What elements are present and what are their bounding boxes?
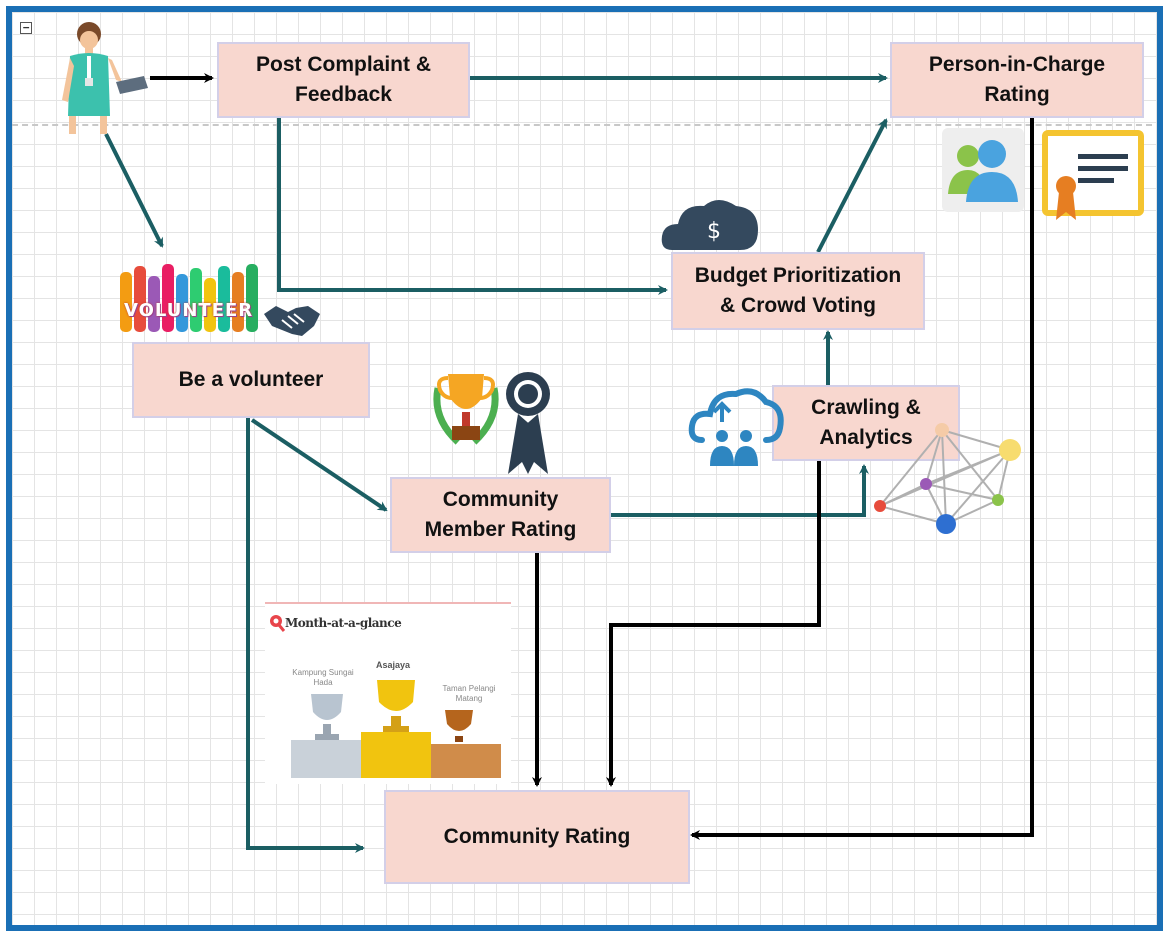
node-crawling-analytics[interactable]: Crawling & Analytics <box>772 385 960 461</box>
podium-left-label: Kampung Sungai Hada <box>292 668 354 687</box>
edge-crawling-to-community <box>606 461 821 787</box>
leaderboard-podium-card: Month-at-a-glance Kampung Sungai Hada As… <box>265 602 511 784</box>
edge-post-to-budget <box>277 118 668 295</box>
pin-icon <box>270 615 285 632</box>
edge-volunteer-to-member <box>250 418 388 512</box>
node-be-a-volunteer[interactable]: Be a volunteer <box>132 342 370 418</box>
podium-right-label: Taman Pelangi Matang <box>442 684 496 703</box>
citizen-person-icon <box>62 22 148 134</box>
award-ribbon-icon <box>506 372 550 474</box>
cloud-upload-users-icon <box>688 388 784 466</box>
edge-person-to-volunteer <box>104 133 164 248</box>
node-budget-prioritization[interactable]: Budget Prioritization & Crowd Voting <box>671 252 925 330</box>
node-person-in-charge-rating[interactable]: Person-in-Charge Rating <box>890 42 1144 118</box>
edge-pic-to-community <box>690 118 1034 840</box>
handshake-icon <box>264 306 320 336</box>
network-graph-icon <box>874 423 1021 534</box>
edge-volunteer-to-community <box>246 418 365 853</box>
node-post-complaint[interactable]: Post Complaint & Feedback <box>217 42 470 118</box>
trophy-laurel-icon <box>433 374 499 445</box>
swimlane-divider <box>12 124 1152 126</box>
node-community-member-rating[interactable]: Community Member Rating <box>390 477 611 553</box>
podium-center-label: Asajaya <box>375 660 411 670</box>
podium-trophies-icon <box>291 680 501 778</box>
volunteer-hands-icon <box>120 264 258 332</box>
edge-member-to-crawling <box>611 464 869 517</box>
collapse-icon[interactable]: − <box>20 22 32 34</box>
podium-title: Month-at-a-glance <box>285 616 402 630</box>
node-community-rating[interactable]: Community Rating <box>384 790 690 884</box>
cloud-money-icon: $ <box>661 200 758 250</box>
volunteer-banner-text: VOLUNTEER <box>124 300 254 321</box>
svg-text:$: $ <box>707 219 721 244</box>
users-group-icon <box>942 128 1024 212</box>
edge-budget-to-pic <box>816 118 888 253</box>
certificate-icon <box>1042 130 1144 220</box>
